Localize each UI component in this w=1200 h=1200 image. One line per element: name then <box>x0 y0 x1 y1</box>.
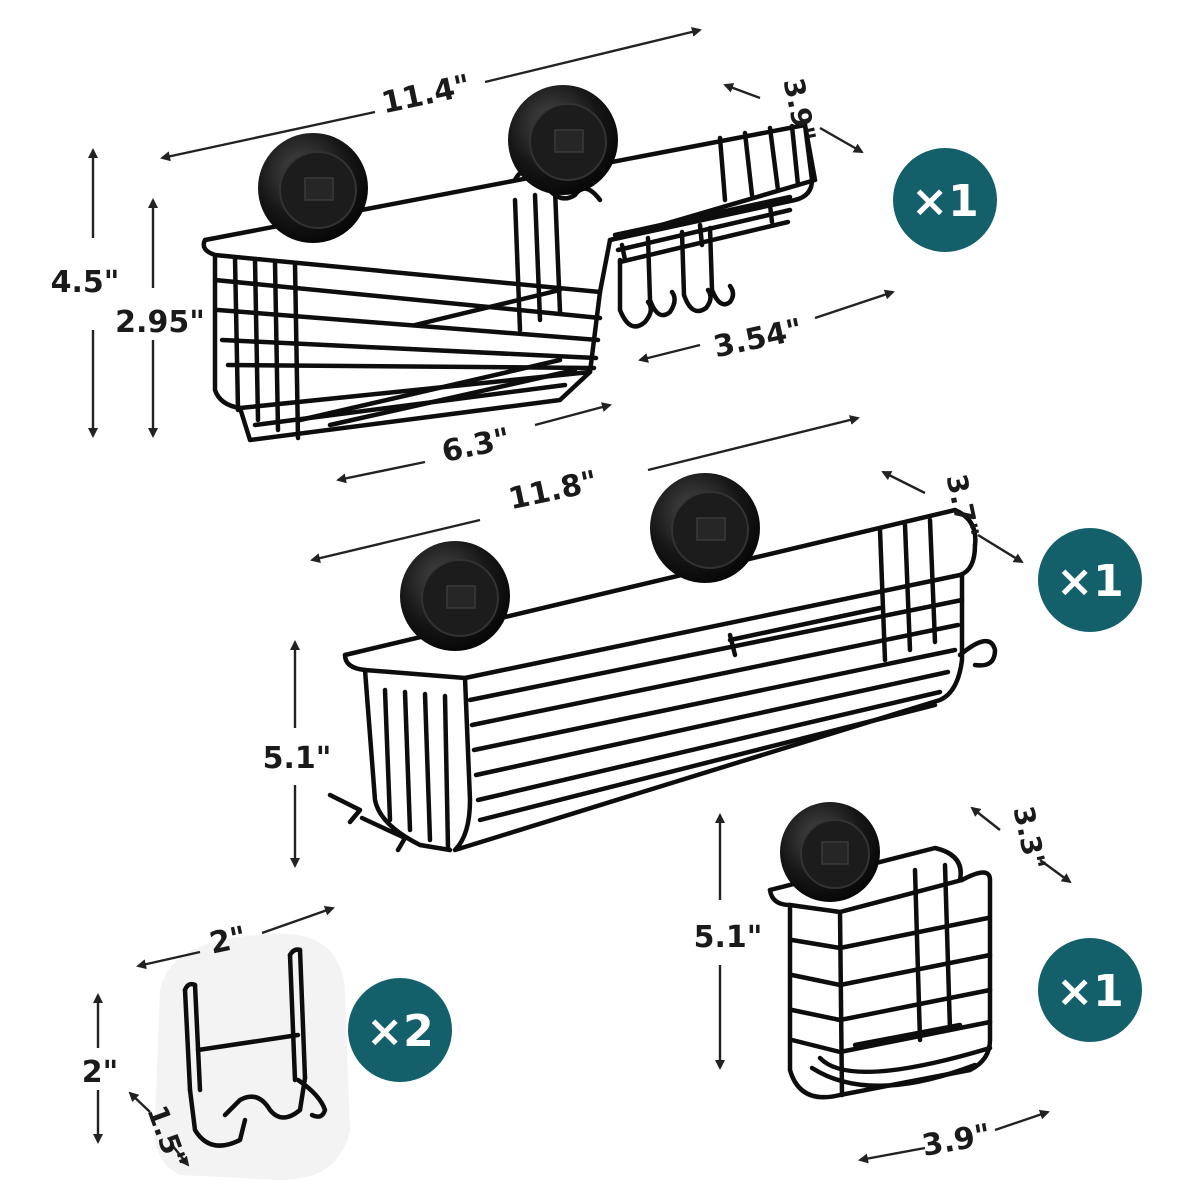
long-basket-icon <box>327 473 998 853</box>
adhesive-hook-icon <box>154 933 350 1180</box>
dim-combo-basket-length: 6.3" <box>439 421 514 470</box>
dim-combo-height-total: 4.5" <box>51 265 120 300</box>
dim-combo-width: 3.9" <box>776 75 822 145</box>
combo-basket-with-soap-dish-icon <box>201 85 818 443</box>
quantity-holder: ×1 <box>1056 966 1123 1017</box>
dim-long-length: 11.8" <box>506 464 601 517</box>
dim-long-height: 5.1" <box>263 741 332 776</box>
dim-holder-depth: 3.3" <box>1006 803 1052 873</box>
quantity-badge-combo: ×1 <box>893 148 997 252</box>
dim-hook-width: 2" <box>207 920 250 962</box>
dim-combo-height-basket: 2.95" <box>115 305 205 340</box>
quantity-badge-holder: ×1 <box>1038 938 1142 1042</box>
quantity-badge-long: ×1 <box>1038 528 1142 632</box>
dim-holder-width: 3.9" <box>919 1117 993 1163</box>
dim-long-width: 3.7" <box>939 471 985 541</box>
dim-hook-height: 2" <box>82 1055 119 1090</box>
dim-combo-soap-dish: 3.54" <box>711 312 806 365</box>
dim-combo-length: 11.4" <box>379 68 474 121</box>
quantity-combo: ×1 <box>911 176 978 227</box>
dim-arrow-combo-length <box>160 110 376 162</box>
dim-holder-height: 5.1" <box>694 920 763 955</box>
quantity-badge-hook: ×2 <box>348 978 452 1082</box>
quantity-long: ×1 <box>1056 556 1123 607</box>
toothbrush-holder-icon <box>767 802 993 1100</box>
quantity-hook: ×2 <box>366 1006 433 1057</box>
